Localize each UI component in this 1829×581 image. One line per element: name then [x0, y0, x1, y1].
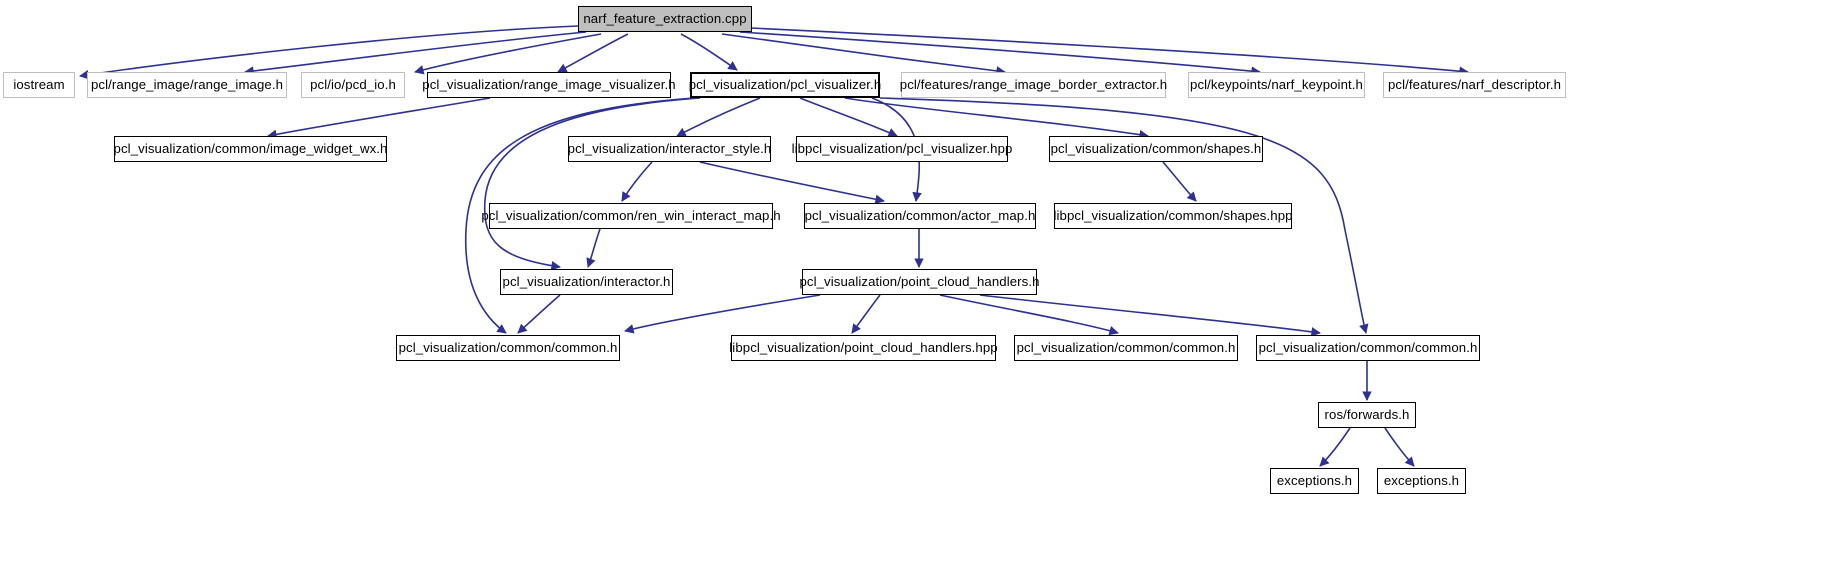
graph-node-n2[interactable]: pcl/range_image/range_image.h	[87, 72, 287, 98]
graph-node-label: pcl/features/range_image_border_extracto…	[899, 77, 1168, 93]
graph-node-n9[interactable]: pcl_visualization/common/image_widget_wx…	[114, 136, 387, 162]
edges-level4	[517, 294, 1321, 337]
graph-node-label: pcl_visualization/common/image_widget_wx…	[113, 141, 388, 157]
graph-node-label: pcl/features/narf_descriptor.h	[1387, 77, 1562, 93]
graph-node-n23[interactable]: exceptions.h	[1270, 468, 1359, 494]
graph-node-n20[interactable]: pcl_visualization/common/common.h	[1014, 335, 1238, 361]
graph-node-label: pcl_visualization/common/common.h	[1258, 340, 1478, 356]
graph-node-label: pcl_visualization/common/ren_win_interac…	[481, 208, 781, 224]
graph-node-label: pcl_visualization/common/shapes.h	[1050, 141, 1262, 157]
graph-node-n14[interactable]: pcl_visualization/common/actor_map.h	[804, 203, 1036, 229]
graph-node-label: libpcl_visualization/pcl_visualizer.hpp	[791, 141, 1013, 157]
graph-node-label: pcl_visualization/range_image_visualizer…	[422, 77, 676, 93]
graph-node-n10[interactable]: pcl_visualization/interactor_style.h	[568, 136, 771, 162]
graph-node-n18[interactable]: pcl_visualization/common/common.h	[396, 335, 620, 361]
graph-node-n15[interactable]: libpcl_visualization/common/shapes.hpp	[1053, 203, 1293, 229]
graph-node-label: ros/forwards.h	[1324, 407, 1410, 423]
graph-node-label: pcl_visualization/point_cloud_handlers.h	[799, 274, 1040, 290]
graph-node-n21[interactable]: pcl_visualization/common/common.h	[1256, 335, 1480, 361]
graph-node-label: pcl/range_image/range_image.h	[90, 77, 284, 93]
graph-node-label: pcl_visualization/interactor_style.h	[567, 141, 772, 157]
graph-node-n3[interactable]: pcl/io/pcd_io.h	[301, 72, 405, 98]
graph-node-n17[interactable]: pcl_visualization/point_cloud_handlers.h	[799, 269, 1040, 295]
graph-node-n16[interactable]: pcl_visualization/interactor.h	[500, 269, 673, 295]
graph-node-root[interactable]: narf_feature_extraction.cpp	[578, 6, 752, 32]
graph-node-n19[interactable]: libpcl_visualization/point_cloud_handler…	[729, 335, 998, 361]
graph-node-label: iostream	[13, 77, 65, 93]
graph-node-label: libpcl_visualization/point_cloud_handler…	[729, 340, 998, 356]
graph-node-n22[interactable]: ros/forwards.h	[1318, 402, 1416, 428]
graph-node-label: pcl_visualization/pcl_visualizer.h	[688, 77, 882, 93]
graph-node-label: narf_feature_extraction.cpp	[583, 11, 747, 27]
graph-node-n24[interactable]: exceptions.h	[1377, 468, 1466, 494]
edges-from-root	[79, 25, 1469, 80]
graph-node-n1[interactable]: iostream	[3, 72, 75, 98]
graph-node-n6[interactable]: pcl/features/range_image_border_extracto…	[899, 72, 1168, 98]
graph-node-n11[interactable]: libpcl_visualization/pcl_visualizer.hpp	[792, 136, 1012, 162]
graph-node-n13[interactable]: pcl_visualization/common/ren_win_interac…	[481, 203, 781, 229]
graph-node-n5[interactable]: pcl_visualization/pcl_visualizer.h	[688, 72, 882, 98]
graph-node-label: pcl/io/pcd_io.h	[310, 77, 396, 93]
graph-node-n8[interactable]: pcl/features/narf_descriptor.h	[1383, 72, 1566, 98]
graph-node-n4[interactable]: pcl_visualization/range_image_visualizer…	[422, 72, 676, 98]
graph-node-label: pcl_visualization/common/common.h	[1016, 340, 1236, 356]
graph-node-n7[interactable]: pcl/keypoints/narf_keypoint.h	[1188, 72, 1365, 98]
graph-node-label: pcl/keypoints/narf_keypoint.h	[1190, 77, 1363, 93]
graph-node-label: exceptions.h	[1383, 473, 1460, 489]
graph-node-label: exceptions.h	[1276, 473, 1353, 489]
graph-node-label: pcl_visualization/common/common.h	[398, 340, 618, 356]
graph-node-label: libpcl_visualization/common/shapes.hpp	[1053, 208, 1293, 224]
graph-node-label: pcl_visualization/interactor.h	[502, 274, 671, 290]
graph-node-n12[interactable]: pcl_visualization/common/shapes.h	[1049, 136, 1263, 162]
graph-node-label: pcl_visualization/common/actor_map.h	[804, 208, 1036, 224]
